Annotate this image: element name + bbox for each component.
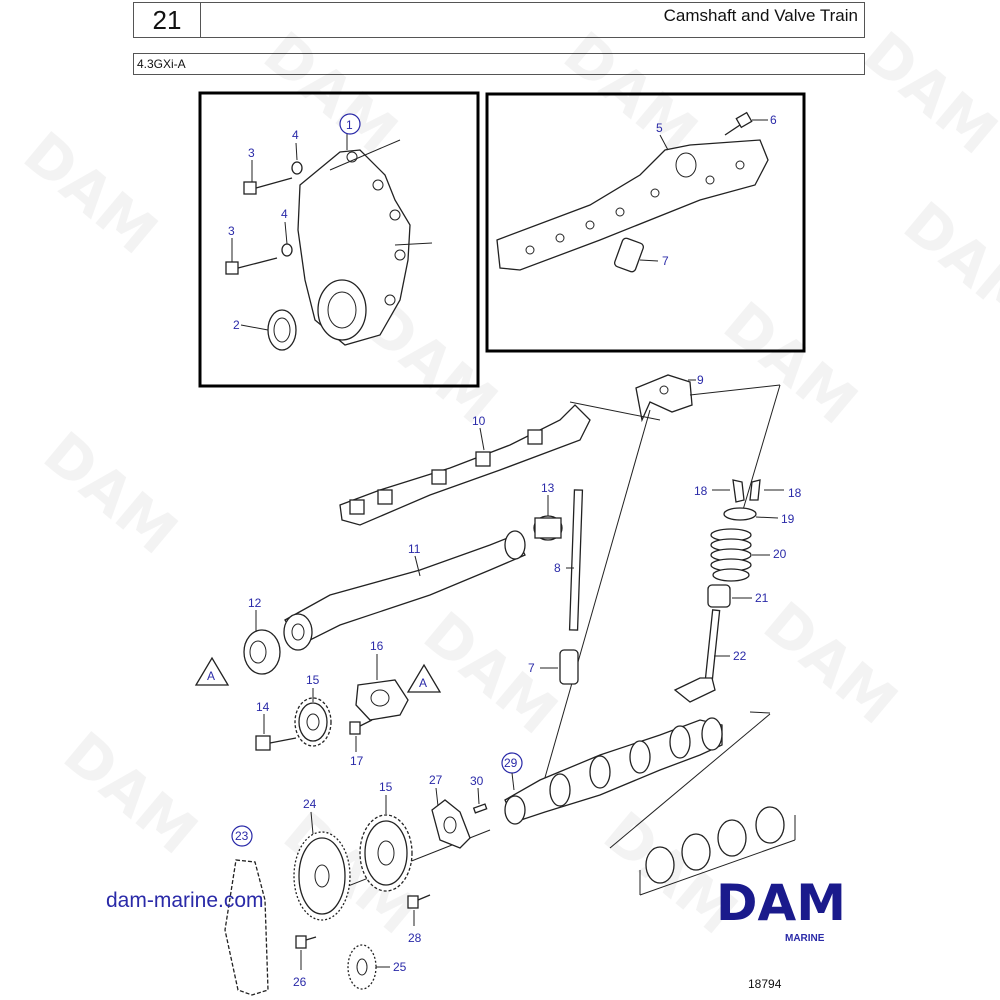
- hydraulic-lifter: [614, 237, 644, 273]
- callout-10: 10: [472, 414, 486, 428]
- logo-text: DAM: [716, 878, 846, 928]
- callout-12: 12: [248, 596, 262, 610]
- lifter: [559, 649, 579, 685]
- lifter-guide-rail: [496, 139, 769, 271]
- drive-gear: [294, 697, 332, 747]
- callout-24: 24: [303, 797, 317, 811]
- callout-22: 22: [733, 649, 747, 663]
- callout-circle: [231, 825, 253, 847]
- crank-sprocket: [347, 944, 377, 990]
- callout-14: 14: [256, 700, 270, 714]
- callout-30: 30: [470, 774, 484, 788]
- callout-26: 26: [293, 975, 307, 989]
- watermark-text: DAM: [411, 599, 570, 748]
- callout-23: 23: [235, 829, 249, 843]
- callout-25: 25: [393, 960, 407, 974]
- inset-box-timing-cover: [198, 91, 480, 388]
- sprocket-bolt: [295, 935, 317, 949]
- section-header: 21 Camshaft and Valve Train: [133, 2, 865, 38]
- callout-28: 28: [408, 931, 422, 945]
- callout-19: 19: [781, 512, 795, 526]
- watermark-text: DAM: [11, 119, 170, 268]
- callout-circle: [339, 113, 361, 135]
- callout-4: 4: [292, 128, 299, 142]
- callout-17: 17: [350, 754, 364, 768]
- watermark-text: DAM: [711, 289, 870, 438]
- callout-29: 29: [504, 756, 518, 770]
- dowel-pin: [472, 803, 488, 814]
- thrust-plate: [355, 679, 409, 721]
- dam-logo: DAM: [716, 878, 846, 928]
- watermark-text: DAM: [51, 719, 210, 868]
- callout-20: 20: [773, 547, 787, 561]
- callout-6: 6: [770, 113, 777, 127]
- callout-1: 1: [346, 118, 353, 132]
- callout-3: 3: [248, 146, 255, 160]
- cam-bearings: [645, 806, 785, 884]
- callout-15: 15: [379, 780, 393, 794]
- seal-ring: [267, 309, 297, 351]
- model-bar: 4.3GXi-A: [133, 53, 865, 75]
- callout-16: 16: [370, 639, 384, 653]
- watermark-text: DAM: [751, 589, 910, 738]
- callout-11: 11: [408, 542, 421, 556]
- pushrod: [568, 489, 584, 631]
- watermark-text: DAM: [891, 189, 1000, 338]
- section-number: 21: [134, 3, 201, 37]
- valve-retainer: [723, 507, 757, 521]
- reference-triangle: [406, 663, 442, 693]
- reference-a: A: [419, 676, 427, 690]
- timing-cover: [297, 139, 433, 346]
- bushing: [533, 515, 563, 541]
- plate-bolt: [407, 894, 431, 909]
- callout-7: 7: [528, 661, 535, 675]
- callout-4: 4: [281, 207, 288, 221]
- gear-bolt: [255, 735, 297, 751]
- timing-chain: [224, 859, 269, 996]
- camshaft-thrust-plate: [431, 799, 471, 849]
- valve-spring: [710, 528, 752, 582]
- camshaft: [504, 717, 723, 825]
- rocker-rail: [339, 404, 591, 526]
- website-link[interactable]: dam-marine.com: [106, 889, 264, 912]
- callout-21: 21: [755, 591, 769, 605]
- callout-8: 8: [554, 561, 561, 575]
- cover-bolts: [225, 161, 303, 275]
- balance-shaft: [283, 530, 526, 651]
- callout-15: 15: [306, 673, 320, 687]
- model-label: 4.3GXi-A: [137, 57, 186, 71]
- valve-seal: [707, 584, 731, 608]
- callout-18: 18: [694, 484, 708, 498]
- valve-keepers: [732, 479, 761, 503]
- watermark-text: DAM: [31, 419, 190, 568]
- rocker-arm: [635, 374, 693, 423]
- bearing: [243, 629, 281, 675]
- callout-9: 9: [697, 373, 704, 387]
- camshaft-gear: [359, 814, 413, 892]
- callout-3: 3: [228, 224, 235, 238]
- logo-subtitle: MARINE: [785, 933, 825, 944]
- watermark-text: DAM: [851, 19, 1000, 168]
- page-title: Camshaft and Valve Train: [663, 6, 858, 25]
- plate-bolt: [349, 719, 373, 735]
- callout-18: 18: [788, 486, 802, 500]
- reference-a: A: [207, 669, 215, 683]
- callout-2: 2: [233, 318, 240, 332]
- valve: [673, 609, 721, 703]
- callout-13: 13: [541, 481, 555, 495]
- figure-id: 18794: [748, 977, 782, 991]
- guide-bolt: [724, 111, 753, 136]
- reference-triangle: [194, 656, 230, 686]
- callout-27: 27: [429, 773, 443, 787]
- callout-5: 5: [656, 121, 663, 135]
- callout-7: 7: [662, 254, 669, 268]
- inset-box-rocker-rail: [485, 92, 806, 353]
- timing-sprocket: [293, 831, 351, 921]
